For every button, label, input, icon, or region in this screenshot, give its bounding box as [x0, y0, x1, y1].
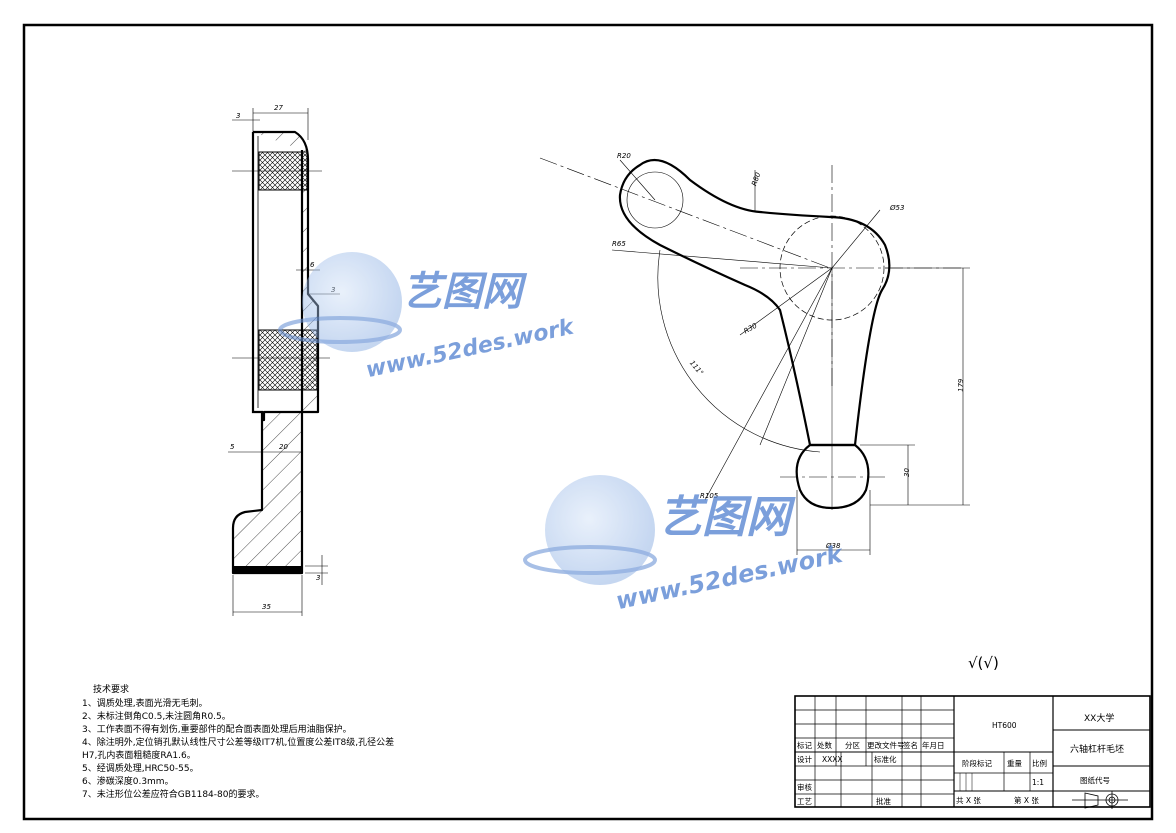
tech-req-line: 4、除注明外,定位销孔默认线性尺寸公差等级IT7机,位置度公差IT8级,孔径公差 [82, 736, 394, 748]
sheet-border [22, 23, 1154, 821]
projection-symbol-icon [1072, 791, 1128, 809]
designer-name: XXXX [822, 755, 843, 764]
part-name: 六轴杠杆毛坯 [1070, 743, 1124, 755]
dim-r65: R65 [612, 240, 626, 248]
globe-icon [302, 252, 402, 352]
watermark-brand: 艺图网 [402, 269, 528, 315]
front-view: R20 R80 Ø53 R65 R30 111° R105 179 30 Ø38 [539, 152, 970, 555]
watermark-lower: 艺图网 www.52des.work [523, 475, 847, 615]
dim-dia38: Ø38 [825, 542, 841, 550]
globe-icon [545, 475, 655, 585]
dim-top-offset: 3 [236, 112, 240, 120]
dim-r20: R20 [617, 152, 631, 160]
tech-req-line: 5、经调质处理,HRC50-55。 [82, 762, 199, 774]
tech-req-line: 6、渗碳深度0.3mm。 [82, 775, 174, 787]
rev-sign: 签名 [903, 740, 918, 750]
dim-r80: R80 [750, 171, 762, 187]
scale-value: 1:1 [1032, 778, 1044, 787]
review-label: 审核 [797, 782, 812, 792]
tech-req-line: 3、工作表面不得有划伤,重要部件的配合面表面处理后用油脂保护。 [82, 723, 352, 735]
dim-overall-width: 35 [262, 603, 271, 611]
sheet-number: 第 X 张 [1014, 795, 1039, 805]
side-outline [231, 130, 320, 575]
dim-r30: R30 [743, 321, 759, 335]
tech-req-line: 2、未标注倒角C0.5,未注圆角R0.5。 [82, 710, 231, 722]
rev-count: 处数 [817, 740, 832, 750]
rev-zone: 分区 [845, 741, 860, 750]
dim-angle: 111° [688, 359, 705, 377]
dim-top-width: 27 [274, 104, 283, 112]
technical-requirements: 技术要求 1、调质处理,表面光滑无毛刺。 2、未标注倒角C0.5,未注圆角R0.… [82, 683, 394, 800]
scale-label: 比例 [1032, 758, 1047, 768]
rev-mark: 标记 [797, 740, 812, 750]
tech-req-line: H7,孔内表面粗糙度RA1.6。 [82, 749, 196, 761]
title-block-text: 标记 处数 分区 更改文件号 签名 年月日 设计 XXXX 标准化 审核 工艺 … [797, 712, 1128, 809]
school-name: XX大学 [1084, 712, 1114, 724]
bottom-boss [795, 443, 870, 510]
rev-date: 年月日 [922, 740, 945, 750]
approve-label: 批准 [876, 796, 891, 806]
dim-r105: R105 [700, 492, 719, 500]
sheets-total: 共 X 张 [956, 796, 981, 805]
dim-recess-depth: 6 [310, 261, 315, 269]
standardize-label: 标准化 [874, 754, 897, 764]
material: HT600 [992, 721, 1017, 730]
watermark-upper: 艺图网 www.52des.work [278, 252, 577, 383]
dim-len179: 179 [957, 378, 965, 392]
dim-bottom-height: 3 [316, 574, 320, 582]
design-label: 设计 [797, 754, 812, 764]
rev-doc: 更改文件号 [867, 740, 905, 750]
dim-lower-offset: 5 [230, 443, 235, 451]
watermark-brand: 艺图网 [658, 492, 796, 543]
dim-len30: 30 [903, 468, 911, 477]
stage-label: 阶段标记 [962, 758, 992, 768]
lever-outline [618, 158, 891, 447]
roughness-symbol: √(√) [968, 654, 999, 672]
tech-req-line: 1、调质处理,表面光滑无毛刺。 [82, 697, 208, 709]
dim-lower-width: 20 [279, 443, 288, 451]
dim-dia53: Ø53 [889, 204, 904, 212]
title-block [794, 695, 1151, 808]
process-label: 工艺 [797, 797, 812, 806]
side-section-view: 27 3 6 3 5 20 35 3 [228, 104, 340, 616]
tech-req-line: 7、未注形位公差应符合GB1184-80的要求。 [82, 788, 264, 800]
tech-req-title: 技术要求 [93, 683, 129, 695]
drawing-number: 图纸代号 [1080, 775, 1110, 785]
weight-label: 重量 [1007, 759, 1022, 768]
